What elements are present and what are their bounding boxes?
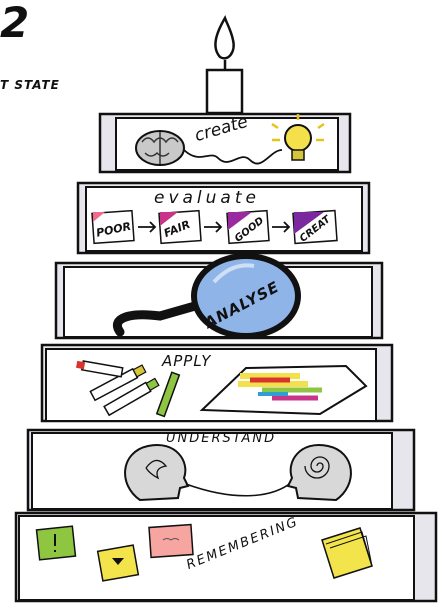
level-apply-label: APPLY	[162, 352, 212, 370]
candle-icon	[205, 14, 244, 115]
thinking-heads-icon	[124, 443, 352, 502]
brain-icon	[135, 130, 185, 166]
sticky-good	[226, 209, 270, 245]
sticky-great	[292, 209, 338, 245]
wire-line	[183, 149, 283, 165]
magnifying-glass-icon	[113, 253, 301, 339]
markers-icon	[76, 360, 181, 418]
sticky-fair	[158, 209, 202, 245]
heading-subtitle: T STATE	[0, 78, 60, 92]
evaluate-scale	[91, 209, 338, 245]
painted-paper-icon	[199, 364, 368, 416]
step-understand	[26, 428, 416, 512]
level-understand-label: UNDERSTAND	[166, 431, 277, 446]
heading-glyph: 2	[0, 0, 30, 47]
sticky-notes-icon	[35, 523, 373, 582]
level-evaluate-label: evaluate	[154, 188, 260, 208]
sticky-poor	[91, 209, 135, 245]
lightbulb-icon	[271, 114, 325, 161]
